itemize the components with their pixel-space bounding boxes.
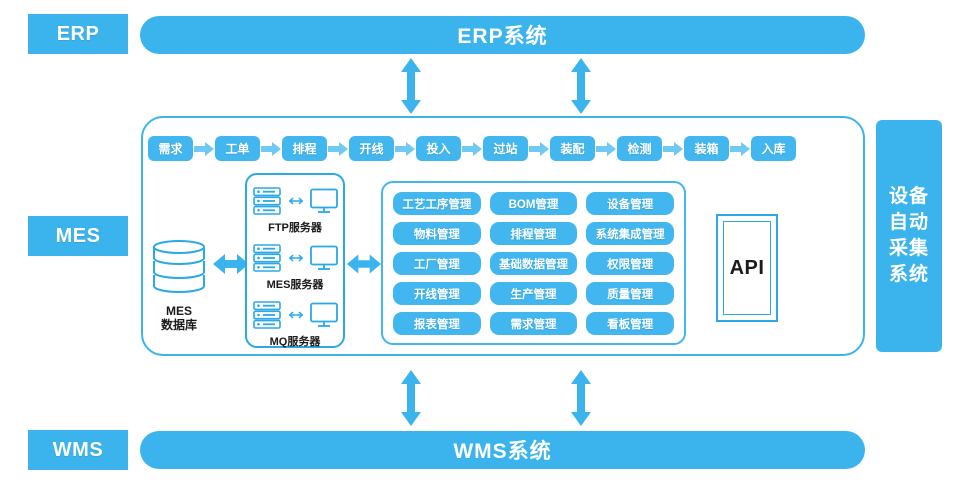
process-step[interactable]: 开线 [349,136,394,161]
server-row-icons [247,184,343,218]
left-right-arrow-icon [289,254,303,262]
module-chip[interactable]: 质量管理 [586,282,674,305]
process-step[interactable]: 装箱 [684,136,729,161]
monitor-icon [310,245,338,270]
process-chain: 需求 工单 排程 开线 投入 过站 装配 检测 装箱 [148,136,796,161]
right-arrow-icon [327,136,349,161]
module-chip[interactable]: 需求管理 [489,312,578,335]
module-chip[interactable]: 排程管理 [489,222,578,245]
server-label: MES服务器 [266,279,324,291]
module-chip[interactable]: 工艺工序管理 [393,192,481,215]
server-row-icons [247,241,343,275]
server-rack-icon [253,244,281,272]
server-row[interactable]: FTP服务器 [247,184,343,235]
database-cylinder-icon [153,240,205,293]
right-arrow-icon [193,136,215,161]
process-step[interactable]: 入库 [751,136,796,161]
right-arrow-icon [394,136,416,161]
mes-database: MES 数据库 [148,238,210,332]
process-step[interactable]: 需求 [148,136,193,161]
right-arrow-icon [528,136,550,161]
wms-system-bar[interactable]: WMS系统 [140,431,865,469]
server-row[interactable]: MQ服务器 [247,298,343,349]
process-step[interactable]: 检测 [617,136,662,161]
connector-mes-wms-left [400,370,422,426]
server-label: MQ服务器 [269,336,321,348]
server-rack-icon [253,187,281,215]
monitor-icon [310,302,338,327]
right-arrow-icon [461,136,483,161]
module-chip[interactable]: 开线管理 [393,282,481,305]
right-arrow-icon [662,136,684,161]
left-right-arrow-icon [289,197,303,205]
module-chip[interactable]: 设备管理 [586,192,674,215]
database-label-line1: MES [165,304,192,318]
module-chip[interactable]: 工厂管理 [393,252,481,275]
connector-erp-mes-left [400,58,422,114]
monitor-icon [310,188,338,213]
server-label: FTP服务器 [268,222,322,234]
module-chip[interactable]: 物料管理 [393,222,481,245]
database-label-line2: 数据库 [160,318,197,332]
server-row[interactable]: MES服务器 [247,241,343,292]
connector-servers-modules [347,253,381,280]
server-row-icons [247,298,343,332]
tier-label-wms: WMS [28,430,128,470]
module-chip[interactable]: 权限管理 [586,252,674,275]
left-right-arrow-icon [289,311,303,319]
process-step[interactable]: 装配 [550,136,595,161]
modules-panel: 工艺工序管理 BOM管理 设备管理 物料管理 排程管理 系统集成管理 工厂管理 … [381,181,686,345]
module-chip[interactable]: 看板管理 [586,312,674,335]
process-step[interactable]: 过站 [483,136,528,161]
device-collection-label: 设备自动采集系统 [888,186,929,285]
connector-db-servers [213,253,249,280]
server-rack-icon [253,301,281,329]
erp-system-bar[interactable]: ERP系统 [140,16,865,54]
servers-panel: FTP服务器 [245,173,345,348]
device-collection-bar[interactable]: 设备自动采集系统 [876,120,942,352]
tier-label-mes: MES [28,216,128,256]
api-box[interactable]: API [716,214,778,322]
tier-label-erp: ERP [28,14,128,54]
module-chip[interactable]: 生产管理 [489,282,578,305]
right-arrow-icon [260,136,282,161]
process-step[interactable]: 投入 [416,136,461,161]
modules-grid: 工艺工序管理 BOM管理 设备管理 物料管理 排程管理 系统集成管理 工厂管理 … [393,192,674,335]
right-arrow-icon [729,136,751,161]
api-label: API [723,221,771,315]
module-chip[interactable]: BOM管理 [489,192,578,215]
database-label: MES 数据库 [148,304,210,332]
connector-erp-mes-right [570,58,592,114]
right-arrow-icon [595,136,617,161]
process-step[interactable]: 排程 [282,136,327,161]
module-chip[interactable]: 系统集成管理 [586,222,674,245]
module-chip[interactable]: 报表管理 [393,312,481,335]
module-chip[interactable]: 基础数据管理 [489,252,578,275]
process-step[interactable]: 工单 [215,136,260,161]
connector-mes-wms-right [570,370,592,426]
